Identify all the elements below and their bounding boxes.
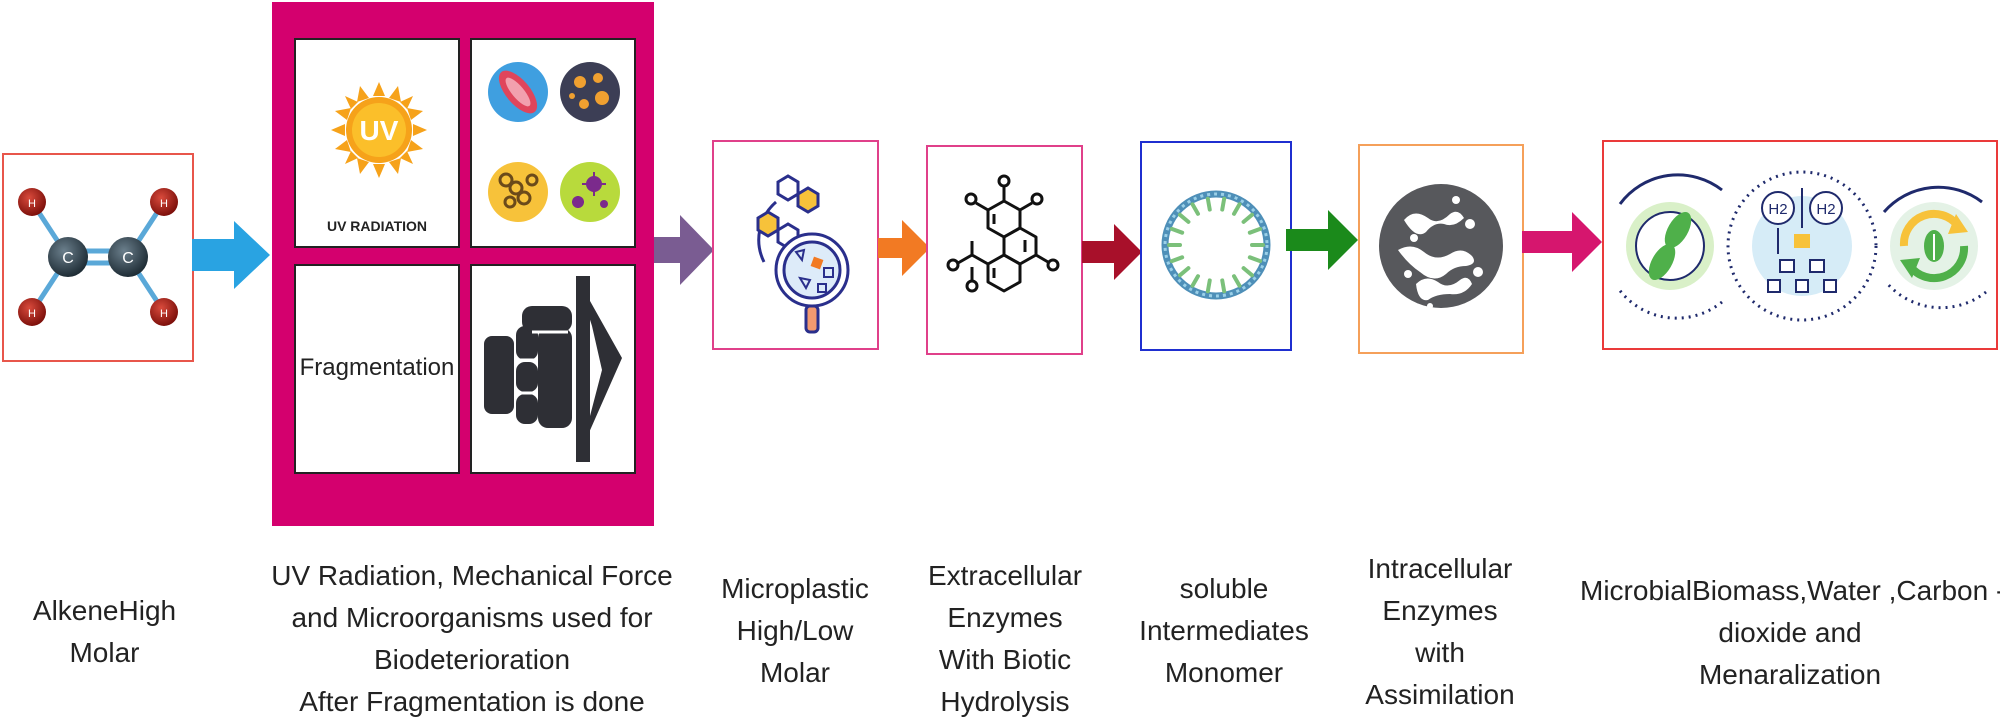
label-line: and Microorganisms used for	[291, 602, 653, 633]
mechanical-force-cell	[470, 264, 636, 474]
recycle-leaf-icon	[1882, 185, 1987, 310]
label-intracellular: Intracellular Enzymes with Assimilation	[1340, 548, 1540, 716]
micelle-spoke	[1169, 255, 1185, 264]
micelle-spoke	[1232, 202, 1242, 216]
label-alkene: AlkeneHigh Molar	[2, 590, 207, 674]
atom-label: H	[160, 198, 168, 210]
arrow-1	[192, 221, 270, 289]
h2-label-right: H2	[1816, 201, 1835, 218]
label-line: MicrobialBiomass,Water ,Carbon -	[1580, 575, 2000, 606]
label-soluble: soluble Intermediates Monomer	[1122, 568, 1326, 694]
label-line: Assimilation	[1365, 679, 1515, 710]
final-icons-group: H2 H2	[1616, 170, 1987, 322]
microplastic-box	[712, 140, 879, 350]
atom-label: H	[28, 198, 36, 210]
label-line: Microplastic	[721, 573, 869, 604]
micelle-spoke	[1220, 278, 1227, 294]
microorganisms-cell	[470, 38, 636, 248]
extracellular-box	[926, 145, 1083, 355]
label-line: Biodeterioration	[373, 644, 571, 675]
alkene-box: C C H H H H	[2, 153, 194, 362]
label-line: Extracellular	[927, 560, 1083, 591]
label-line: Menaralization	[1698, 659, 1882, 690]
label-line: Intermediates	[1139, 615, 1309, 646]
mechanical-force-fist-icon	[484, 276, 622, 462]
atom-label: C	[62, 250, 74, 267]
fragmentation-cell: Fragmentation	[294, 264, 460, 474]
label-line: Monomer	[1164, 657, 1284, 688]
micelle-spoke	[1247, 226, 1263, 235]
intracellular-box	[1358, 144, 1524, 354]
arrow-2	[654, 215, 714, 285]
micelle-spoke	[1241, 266, 1255, 278]
label-biodeterioration: UV Radiation, Mechanical Force and Micro…	[262, 555, 682, 723]
label-line: dioxide and	[1718, 617, 1862, 648]
micelle-spoke	[1205, 278, 1212, 294]
micelle-spoke	[1232, 274, 1242, 288]
micelle-spoke	[1205, 196, 1212, 212]
label-line: with	[1415, 637, 1465, 668]
micelle-spoke	[1247, 255, 1263, 264]
label-line: UV Radiation, Mechanical Force	[271, 560, 673, 591]
h2-label-left: H2	[1768, 201, 1787, 218]
atom-label: H	[160, 308, 168, 320]
label-line: Hydrolysis	[940, 686, 1070, 717]
micelle-spoke	[1241, 212, 1255, 224]
label-line: With Biotic	[938, 644, 1072, 675]
label-line: Enzymes	[947, 602, 1063, 633]
label-line: Molar	[759, 657, 830, 688]
micelle-spoke	[1190, 202, 1200, 216]
atom-label: C	[122, 250, 134, 267]
label-final: MicrobialBiomass,Water ,Carbon - dioxide…	[1580, 570, 2000, 696]
arrow-6	[1522, 212, 1602, 272]
label-line: After Fragmentation is done	[299, 686, 645, 717]
microbial-biomass-icon	[1616, 173, 1723, 320]
uv-radiation-caption: UV RADIATION	[326, 218, 428, 234]
uv-sun-icon: UV	[331, 82, 427, 178]
label-microplastic: Microplastic High/Low Molar	[698, 568, 892, 694]
label-line: soluble	[1179, 573, 1269, 604]
label-line: AlkeneHigh	[32, 595, 177, 626]
micelle-spoke	[1177, 212, 1191, 224]
micelle-spoke	[1177, 266, 1191, 278]
soluble-box	[1140, 141, 1292, 351]
fragmentation-text: Fragmentation	[299, 354, 455, 381]
biodeterioration-panel: UV UV RADIATION	[272, 2, 654, 526]
micelle-spoke	[1169, 226, 1185, 235]
label-extracellular: Extracellular Enzymes With Biotic Hydrol…	[905, 555, 1105, 723]
arrow-3	[878, 220, 930, 276]
ethylene-molecule-icon: C C H H H H	[18, 188, 178, 326]
arrow-5	[1286, 210, 1358, 270]
microorganisms-icon	[488, 62, 620, 222]
label-line: Intracellular	[1367, 553, 1513, 584]
enzyme-network-icon	[1379, 184, 1503, 309]
uv-sun-text: UV	[360, 115, 399, 146]
micelle-ring-icon	[1161, 190, 1271, 300]
atom-label: H	[28, 308, 36, 320]
label-line: Enzymes	[1382, 595, 1498, 626]
label-line: High/Low	[736, 615, 854, 646]
uv-radiation-cell: UV UV RADIATION	[294, 38, 460, 248]
arrow-4	[1082, 224, 1142, 280]
micelle-spoke	[1190, 274, 1200, 288]
label-line: Molar	[69, 637, 140, 668]
microplastic-magnifier-icon	[756, 174, 850, 334]
micelle-spoke	[1220, 196, 1227, 212]
final-products-box: H2 H2	[1602, 140, 1998, 350]
chemical-structure-icon	[946, 174, 1060, 293]
hydrogen-flow-icon: H2 H2	[1726, 170, 1878, 322]
